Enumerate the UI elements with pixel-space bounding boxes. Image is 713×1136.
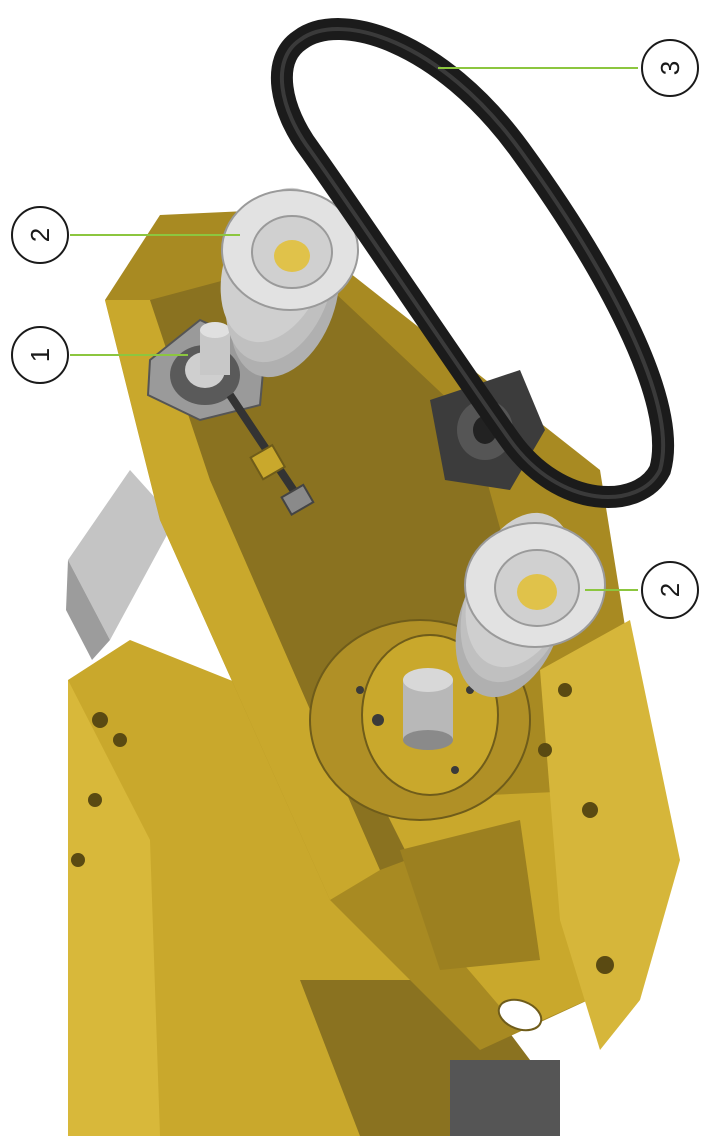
drive-belt	[270, 18, 675, 508]
callout-2b: 2	[641, 561, 699, 619]
callout-1: 1	[11, 326, 69, 384]
callout-1-label: 1	[25, 348, 55, 362]
callout-3-label: 3	[655, 61, 685, 75]
callout-2a: 2	[11, 206, 69, 264]
callout-3: 3	[641, 39, 699, 97]
callout-2b-label: 2	[655, 583, 685, 597]
housing-bolts	[71, 683, 614, 1032]
upper-pulley	[220, 187, 359, 378]
leader-lines	[70, 67, 638, 591]
support-tube	[66, 470, 175, 660]
lower-pulley	[455, 512, 606, 698]
bearing-shaft	[146, 318, 315, 517]
callout-2a-label: 2	[25, 228, 55, 242]
